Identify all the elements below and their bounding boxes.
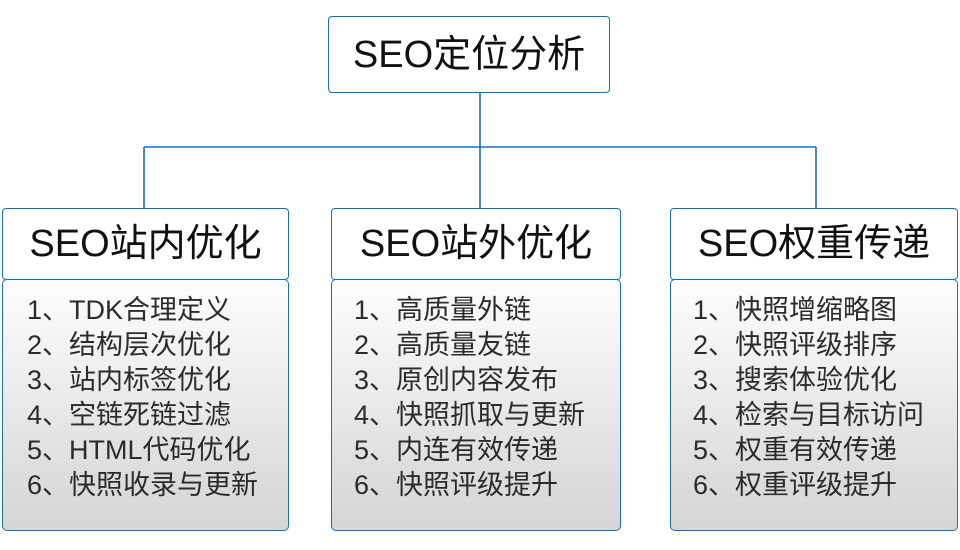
list-item: 1、TDK合理定义 <box>27 295 232 325</box>
branch-column-3: SEO权重传递 1、快照增缩略图 2、快照评级排序 3、搜索体验优化 4、检索与… <box>670 208 958 531</box>
branch-header-2[interactable]: SEO站外优化 <box>331 208 621 280</box>
list-item: 1、快照增缩略图 <box>693 295 898 325</box>
branch-body-1: 1、TDK合理定义 2、结构层次优化 3、站内标签优化 4、空链死链过滤 5、H… <box>2 279 289 531</box>
list-item: 6、快照收录与更新 <box>27 470 259 500</box>
list-item: 4、快照抓取与更新 <box>354 400 586 430</box>
branch-header-label: SEO站外优化 <box>359 223 593 265</box>
branch-item-list-1: 1、TDK合理定义 2、结构层次优化 3、站内标签优化 4、空链死链过滤 5、H… <box>3 293 288 503</box>
list-item: 5、内连有效传递 <box>354 435 559 465</box>
branch-header-3[interactable]: SEO权重传递 <box>670 208 958 280</box>
list-item: 5、权重有效传递 <box>693 435 898 465</box>
list-item: 3、原创内容发布 <box>354 365 559 395</box>
list-item: 4、检索与目标访问 <box>693 400 925 430</box>
list-item: 3、站内标签优化 <box>27 365 232 395</box>
list-item: 1、高质量外链 <box>354 295 532 325</box>
branch-header-label: SEO权重传递 <box>697 223 931 265</box>
branch-header-1[interactable]: SEO站内优化 <box>2 208 289 280</box>
branch-column-1: SEO站内优化 1、TDK合理定义 2、结构层次优化 3、站内标签优化 4、空链… <box>2 208 289 531</box>
branch-header-label: SEO站内优化 <box>29 223 262 265</box>
list-item: 4、空链死链过滤 <box>27 400 232 430</box>
root-node-label: SEO定位分析 <box>352 33 586 76</box>
branch-body-2: 1、高质量外链 2、高质量友链 3、原创内容发布 4、快照抓取与更新 5、内连有… <box>331 279 621 531</box>
list-item: 2、快照评级排序 <box>693 330 898 360</box>
branch-column-2: SEO站外优化 1、高质量外链 2、高质量友链 3、原创内容发布 4、快照抓取与… <box>331 208 621 531</box>
root-node[interactable]: SEO定位分析 <box>328 16 610 93</box>
list-item: 6、快照评级提升 <box>354 470 559 500</box>
list-item: 2、高质量友链 <box>354 330 532 360</box>
branch-item-list-2: 1、高质量外链 2、高质量友链 3、原创内容发布 4、快照抓取与更新 5、内连有… <box>332 293 620 503</box>
list-item: 2、结构层次优化 <box>27 330 232 360</box>
branch-body-3: 1、快照增缩略图 2、快照评级排序 3、搜索体验优化 4、检索与目标访问 5、权… <box>670 279 958 531</box>
list-item: 3、搜索体验优化 <box>693 365 898 395</box>
branch-item-list-3: 1、快照增缩略图 2、快照评级排序 3、搜索体验优化 4、检索与目标访问 5、权… <box>671 293 957 503</box>
list-item: 6、权重评级提升 <box>693 470 898 500</box>
list-item: 5、HTML代码优化 <box>27 435 251 465</box>
